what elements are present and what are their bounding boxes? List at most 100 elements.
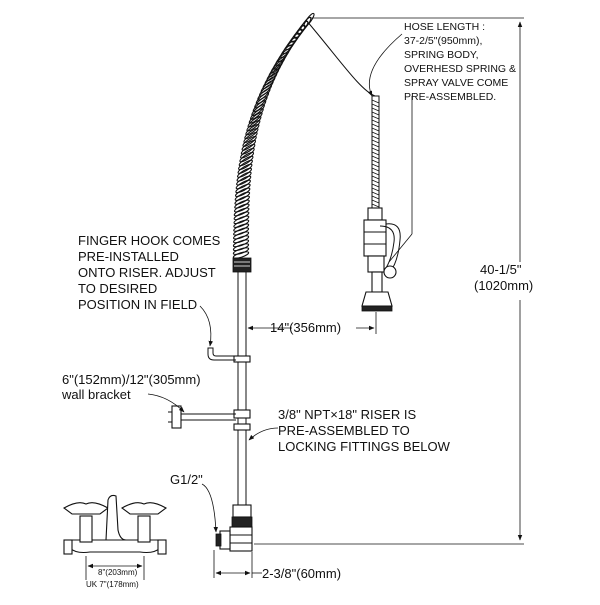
hose-hatch-line [371, 99, 380, 104]
spray-valve [361, 207, 401, 312]
spring-coil-loop [241, 139, 257, 151]
finger-hook-note: FINGER HOOK COMES PRE-INSTALLED ONTO RIS… [78, 233, 221, 312]
hose-hatch-line [371, 155, 380, 160]
spring-coil-loop [232, 243, 250, 252]
spring-coil-loop [233, 231, 250, 240]
riser-note-line: LOCKING FITTINGS BELOW [278, 439, 451, 454]
callout-leaders [147, 33, 413, 533]
riser-note: 3/8" NPT×18" RISER IS PRE-ASSEMBLED TO L… [278, 407, 451, 454]
spring-coil-loop [233, 219, 250, 228]
finger-hook-note-line: PRE-INSTALLED [78, 249, 179, 264]
spring-coil-loop [242, 135, 257, 147]
spring-coil-loop [246, 120, 261, 132]
spring-coil-loop [303, 12, 315, 28]
finger-hook-note-line: POSITION IN FIELD [78, 297, 197, 312]
spring-coil-loop [236, 167, 253, 178]
spring-coil-loop [233, 215, 250, 225]
hose-hatch-line [371, 115, 380, 120]
finger-hook-note-line: TO DESIRED [78, 281, 157, 296]
wall-mount-faucet-body [63, 494, 167, 555]
hose-hatch-line [371, 147, 380, 152]
spring-coil-loop [233, 207, 250, 217]
spring-coil-loop [239, 151, 255, 163]
wall-bracket-note: 6"(152mm)/12"(305mm) wall bracket [61, 372, 201, 402]
spring-coil-loop [244, 127, 259, 140]
hose-hatch-line [371, 175, 380, 180]
hose-hatch-line [371, 119, 380, 124]
spring-coil-loop [240, 147, 255, 159]
hose-hatch-line [371, 163, 380, 168]
overhead-spring-coil [232, 12, 315, 259]
wall-bracket [168, 405, 236, 429]
hose-hatch-line [371, 159, 380, 164]
hose-hatch-line [371, 139, 380, 144]
riser-note-line: PRE-ASSEMBLED TO [278, 423, 410, 438]
height-dimension-label: 40-1/5" (1020mm) [474, 262, 533, 293]
riser-pipe [232, 257, 252, 505]
spring-coil-loop [232, 251, 250, 259]
dimension-lines [85, 17, 524, 580]
inlet-size-label: G1/2" [170, 472, 203, 487]
hose-hatch-line [371, 203, 380, 208]
hose-hatch-line [371, 171, 380, 176]
spring-coil-loop [233, 235, 250, 244]
spring-coil-loop [243, 131, 258, 144]
spring-coil-loop [234, 187, 251, 198]
height-dimension-value: 40-1/5" [480, 262, 522, 277]
spring-coil-loop [232, 247, 250, 255]
spring-coil-loop [234, 195, 250, 205]
spring-coil-loop [238, 159, 253, 171]
hose-hatch-line [371, 131, 380, 136]
spring-coil-loop [236, 171, 252, 182]
wall-bracket-note-line: 6"(152mm)/12"(305mm) [62, 372, 201, 387]
faucet-centers-uk-value: UK 7"(178mm) [86, 580, 139, 589]
hose-hatch-line [371, 199, 380, 204]
hose-hatch-line [371, 183, 380, 188]
hose-note-line: OVERHESD SPRING & [404, 63, 516, 75]
spring-coil-loop [236, 175, 252, 186]
spring-coil-loop [234, 191, 251, 201]
hose-length-note: HOSE LENGTH : 37-2/5"(950mm), SPRING BOD… [404, 21, 516, 103]
spray-hose [305, 19, 380, 209]
hose-note-line: SPRING BODY, [404, 49, 479, 61]
hose-note-line: 37-2/5"(950mm), [404, 35, 482, 47]
spring-coil-loop [240, 143, 256, 155]
hose-hatch-line [371, 123, 380, 128]
spring-coil-loop [235, 183, 251, 194]
spring-coil-loop [232, 239, 250, 248]
finger-hook-note-line: ONTO RISER. ADJUST [78, 265, 216, 280]
hose-hatch-line [371, 191, 380, 196]
spring-coil-loop [245, 124, 260, 136]
wall-bracket-note-line: wall bracket [61, 387, 131, 402]
hose-note-line: SPRAY VALVE COME [404, 77, 508, 89]
hose-hatch-line [371, 195, 380, 200]
hose-hatch-line [371, 107, 380, 112]
spring-coil-loop [233, 203, 250, 213]
riser-note-line: 3/8" NPT×18" RISER IS [278, 407, 417, 422]
spring-coil-loop [234, 199, 250, 209]
spring-coil-loop [235, 179, 251, 190]
hose-hatch-line [371, 135, 380, 140]
hose-hatch-line [371, 179, 380, 184]
hose-hatch-line [371, 103, 380, 108]
faucet-centers-dimension: 8"(203mm) UK 7"(178mm) [86, 568, 139, 589]
spring-coil-loop [233, 223, 250, 232]
spring-coil-loop [233, 227, 250, 236]
hose-hatch-line [371, 187, 380, 192]
hose-hatch-line [371, 151, 380, 156]
spring-coil-loop [233, 211, 250, 221]
base-elbow-fitting [215, 504, 253, 552]
height-dimension-metric: (1020mm) [474, 278, 533, 293]
spray-reach-dimension: 14"(356mm) [270, 320, 341, 335]
hose-hatch-line [371, 127, 380, 132]
hose-note-line: PRE-ASSEMBLED. [404, 91, 496, 103]
finger-hook [207, 347, 236, 361]
spring-coil-loop [237, 163, 253, 174]
faucet-centers-value: 8"(203mm) [98, 568, 138, 577]
spring-coil-loop [238, 155, 254, 167]
hose-hatch-line [371, 167, 380, 172]
finger-hook-note-line: FINGER HOOK COMES [78, 233, 221, 248]
offset-dimension: 2-3/8"(60mm) [262, 566, 341, 581]
hose-hatch-line [371, 143, 380, 148]
